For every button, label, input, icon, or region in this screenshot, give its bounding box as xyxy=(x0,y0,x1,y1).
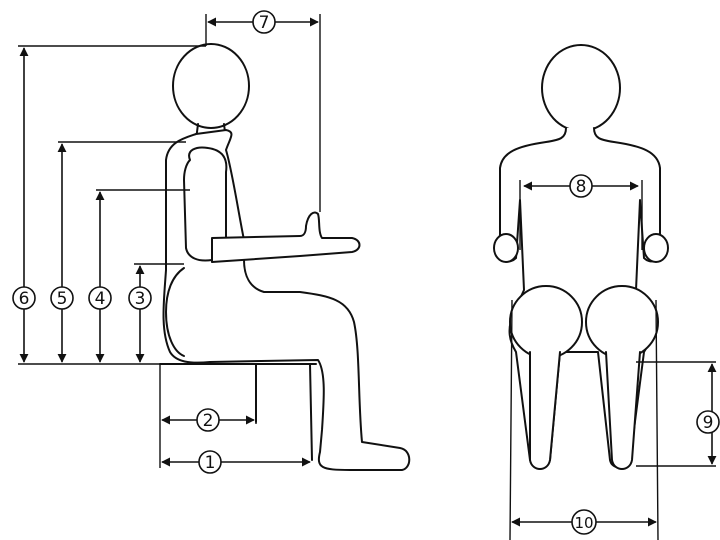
badge-6: 6 xyxy=(12,286,36,310)
side-view-figure xyxy=(162,43,411,471)
badge-4: 4 xyxy=(88,286,112,310)
front-view-figure xyxy=(493,44,669,540)
front-left-shin xyxy=(529,351,561,470)
badge-1: 1 xyxy=(198,450,222,474)
badge-3: 3 xyxy=(128,286,152,310)
ext-knee-height xyxy=(636,361,716,467)
badge-1-label: 1 xyxy=(205,453,216,473)
front-arm-lines xyxy=(519,180,643,250)
badge-9-label: 9 xyxy=(703,413,714,433)
badge-7: 7 xyxy=(252,10,276,34)
badge-2: 2 xyxy=(196,408,220,432)
badge-5: 5 xyxy=(50,286,74,310)
badge-8-label: 8 xyxy=(576,177,587,197)
badge-2-label: 2 xyxy=(203,411,214,431)
front-right-hand xyxy=(643,233,669,263)
badge-4-label: 4 xyxy=(95,289,106,309)
badge-5-label: 5 xyxy=(57,289,68,309)
badge-7-label: 7 xyxy=(259,13,270,33)
badge-8: 8 xyxy=(569,174,593,198)
front-head xyxy=(541,44,621,132)
side-forearm xyxy=(211,211,361,263)
seat-front xyxy=(309,363,313,461)
extension-lines xyxy=(18,14,716,468)
front-left-hand xyxy=(493,233,519,263)
badges: 6 5 4 3 7 2 1 8 xyxy=(12,10,720,535)
badge-9: 9 xyxy=(696,410,720,434)
badge-6-label: 6 xyxy=(19,289,30,309)
front-right-thigh xyxy=(585,285,659,359)
front-left-thigh xyxy=(509,285,583,359)
side-head xyxy=(172,43,250,129)
badge-10: 10 xyxy=(571,509,597,535)
front-right-shin xyxy=(605,351,641,470)
badge-10-label: 10 xyxy=(574,514,593,532)
side-seat xyxy=(159,363,317,461)
badge-3-label: 3 xyxy=(135,289,146,309)
ext-reach xyxy=(205,14,321,212)
side-thigh xyxy=(165,267,185,357)
front-seat-sides xyxy=(509,299,659,540)
